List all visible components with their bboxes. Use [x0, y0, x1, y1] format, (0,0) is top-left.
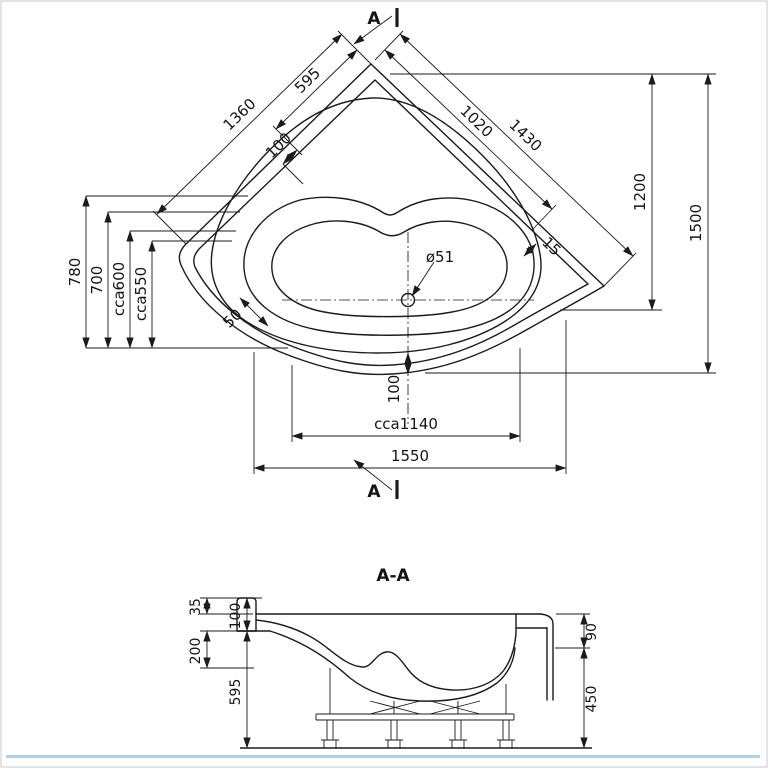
support-leg-2 [385, 720, 403, 748]
bottom-border-line [6, 755, 760, 758]
tub-bottom-contour [271, 220, 508, 318]
support-leg-1 [321, 720, 339, 748]
tub-outer-edge [178, 63, 605, 376]
dim-100-front-label: 100 [385, 375, 403, 404]
tub-flange-inner-edge [193, 79, 589, 367]
dim-780-label: 780 [66, 258, 84, 287]
dim-cca550-label: cca550 [132, 267, 150, 321]
section-cut-markers: A A [353, 8, 399, 502]
dim-1200-label: 1200 [631, 173, 649, 211]
dim-cca600-label: cca600 [110, 262, 128, 316]
section-title-group: A-A [376, 566, 410, 586]
section-marker-a-bottom: A [367, 482, 381, 502]
dim-90-label: 90 [584, 623, 600, 641]
support-leg-4 [497, 720, 515, 748]
dim-1550-label: 1550 [391, 447, 429, 465]
plan-centerlines [282, 232, 534, 424]
section-cut-arrow-top [353, 15, 393, 45]
section-marker-a-top: A [367, 9, 381, 29]
dim-200-label: 200 [188, 638, 204, 665]
section-dimension-labels: 35 100 200 595 90 450 [188, 598, 600, 712]
section-view: A-A [188, 566, 600, 749]
section-right-rim [539, 613, 554, 701]
section-title: A-A [376, 566, 410, 586]
dim-595-label: 595 [228, 679, 244, 706]
section-interior-surface [255, 613, 517, 691]
section-dimensions [200, 597, 590, 749]
dim-700-label: 700 [88, 266, 106, 295]
dim-drain-label: ø51 [426, 248, 454, 266]
dim-35-label: 35 [188, 598, 204, 616]
dim-100-label: 100 [228, 603, 244, 630]
support-leg-3 [449, 720, 467, 748]
support-frame [315, 668, 515, 748]
section-cut-arrow-bottom [353, 459, 393, 491]
plan-dimensions [82, 30, 716, 474]
dim-1500-label: 1500 [687, 204, 705, 242]
tub-well-contour [243, 196, 535, 336]
dim-cca1140-label: cca1140 [374, 415, 438, 433]
dim-450-label: 450 [584, 686, 600, 713]
